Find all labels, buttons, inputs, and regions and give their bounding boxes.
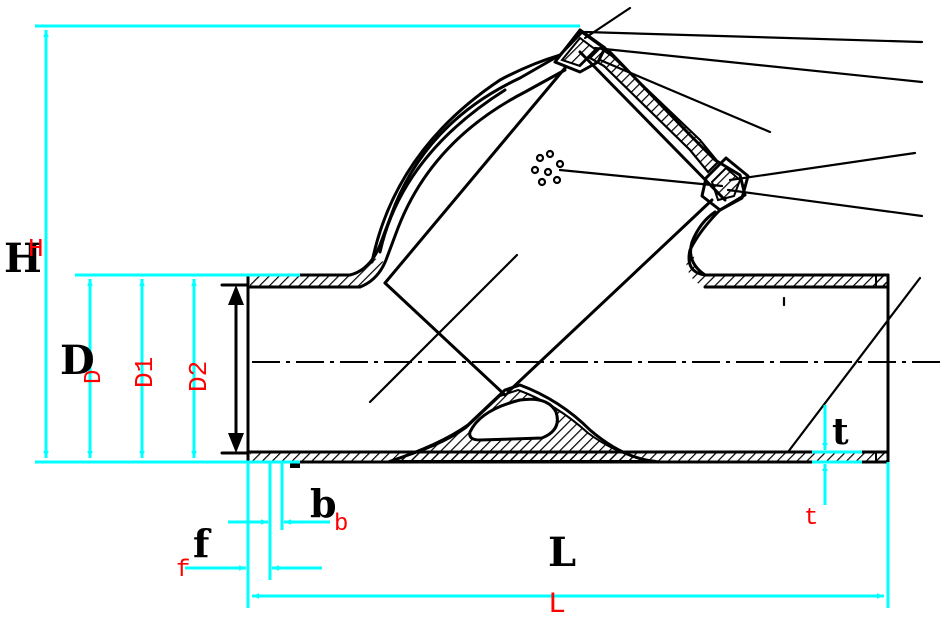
pipe-outer-outline xyxy=(246,30,890,464)
label-b-red: b xyxy=(334,511,348,538)
label-f: f xyxy=(193,521,212,566)
screen-inner-line-2 xyxy=(786,276,922,454)
label-l-red: L xyxy=(548,588,566,622)
label-h-red: H xyxy=(28,234,44,264)
bonnet-inner-left xyxy=(358,68,567,289)
label-h: H xyxy=(4,235,42,282)
wall-hatch-top-left xyxy=(250,258,384,286)
wall-hatch-top-right xyxy=(686,254,886,286)
label-t-red: t xyxy=(804,505,818,532)
bonnet-wall-hatch xyxy=(588,46,720,174)
label-l: L xyxy=(548,529,576,576)
partition-slot xyxy=(468,397,559,442)
dome-inner xyxy=(378,88,507,254)
label-b: b xyxy=(310,481,337,526)
strainer-body xyxy=(246,6,940,468)
bonnet-cap xyxy=(553,28,607,74)
screen-upper-edge xyxy=(383,66,567,285)
label-d: D xyxy=(60,337,95,384)
drain-nut xyxy=(700,156,750,212)
dimension-lines xyxy=(35,24,890,608)
dome-outer xyxy=(370,53,562,264)
screen-right-edge xyxy=(506,198,714,394)
partition-outline xyxy=(386,383,662,464)
bonnet-neck-right xyxy=(689,210,717,277)
screen-top-edge xyxy=(578,50,727,202)
label-d2: D2 xyxy=(184,361,214,392)
label-d-red: D xyxy=(81,370,108,384)
label-t: t xyxy=(832,411,849,453)
screen-left-edge xyxy=(383,281,507,397)
d2-inner-arrow xyxy=(220,283,250,455)
screen-inner-line-1 xyxy=(368,253,519,404)
screen-perforation-dots xyxy=(530,149,565,187)
dimension-labels: H H D D D1 D2 b b f f L L t t xyxy=(4,234,849,622)
leader-lines xyxy=(558,6,924,218)
label-d1: D1 xyxy=(130,357,160,388)
label-f-red: f xyxy=(176,557,190,584)
